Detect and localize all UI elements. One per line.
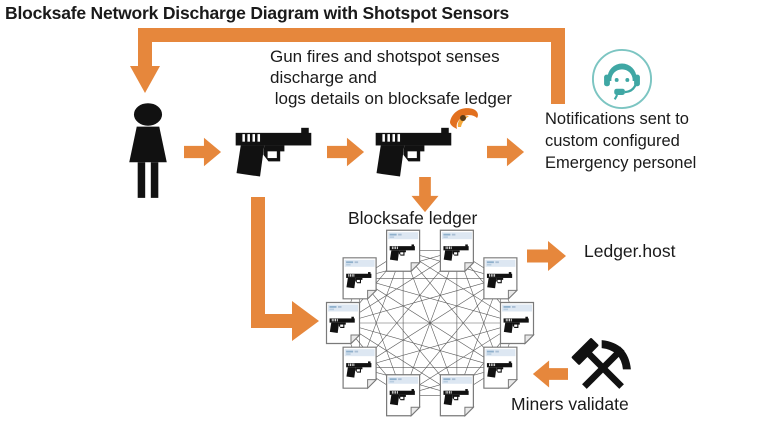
gun-document-node-icon (484, 258, 517, 299)
network-link (402, 250, 518, 324)
arrow-down-to-ledger-icon (411, 177, 439, 213)
ledger-label: Blocksafe ledger (348, 208, 478, 228)
gun-document-node-icon (484, 347, 517, 388)
gun-document-node-icon (440, 375, 473, 416)
miners-label: Miners validate (511, 394, 629, 414)
crossed-hammer-pickaxe-icon (569, 337, 637, 399)
muzzle-flash-icon (450, 108, 478, 129)
notifications-caption: Notifications sent to custom configured … (545, 110, 697, 172)
network-link (342, 250, 458, 324)
feedback-path-arrow (130, 28, 565, 104)
arrow-to-notifications-icon (487, 137, 525, 167)
gun-document-node-icon (343, 258, 376, 299)
handgun-icon (235, 127, 312, 177)
arrow-person-to-gun-icon (184, 137, 222, 167)
network-link (342, 322, 501, 368)
support-agent-headset-icon (591, 48, 653, 110)
network-link (359, 278, 501, 368)
fired-handgun-icon (375, 127, 452, 177)
gun-document-node-icon (327, 303, 360, 344)
gun-document-node-icon (387, 375, 420, 416)
network-link (402, 322, 518, 396)
arrow-gun-to-fired-gun-icon (327, 137, 365, 167)
arrow-to-ledger-host-icon (527, 241, 566, 271)
network-link (342, 278, 501, 324)
gun-document-node-icon (343, 347, 376, 388)
network-link (359, 278, 518, 324)
arrow-miners-to-ledger-icon (532, 360, 568, 388)
sense-caption: Gun fires and shotspot senses discharge … (270, 47, 512, 108)
gun-document-node-icon (501, 303, 534, 344)
gun-document-node-icon (440, 230, 473, 271)
discharge-to-ledger-arrow (251, 197, 319, 341)
ledger-host-label: Ledger.host (584, 241, 676, 261)
network-link (342, 322, 458, 396)
gun-owner-person-icon (129, 103, 167, 198)
network-link (359, 322, 518, 368)
diagram-title: Blocksafe Network Discharge Diagram with… (5, 3, 510, 23)
ledger-network (327, 230, 534, 416)
gun-document-node-icon (387, 230, 420, 271)
